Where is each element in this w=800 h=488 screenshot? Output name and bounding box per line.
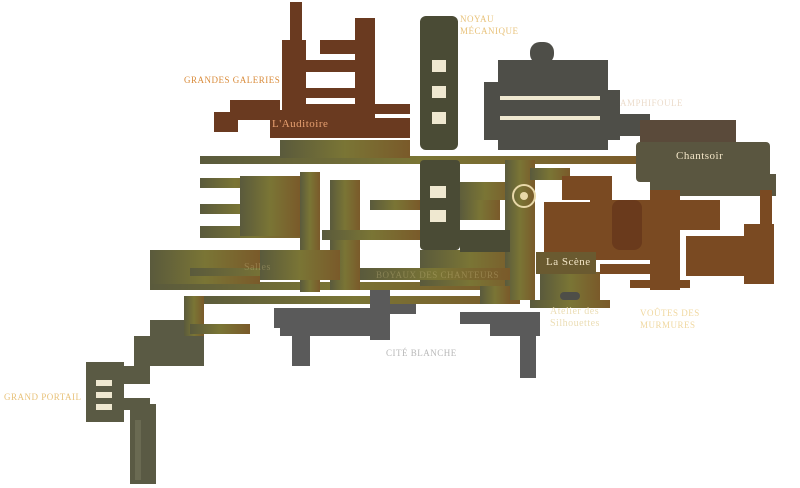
label-grand-portail: GRAND PORTAIL xyxy=(4,392,82,402)
label-grandes-galeries: GRANDES GALERIES xyxy=(184,75,281,85)
label-noyau-line1: NOYAU xyxy=(460,14,494,24)
label-boyaux: BOYAUX DES CHANTEURS xyxy=(376,270,500,280)
label-atelier-line2: Silhouettes xyxy=(550,318,600,329)
label-amphifoule: AMPHIFOULE xyxy=(620,98,684,108)
noyau-mecanique-region[interactable] xyxy=(420,16,510,252)
la-scene-region[interactable] xyxy=(512,184,596,300)
voutes-region[interactable] xyxy=(544,176,774,290)
grandes-galeries-region[interactable] xyxy=(214,2,410,138)
label-scene: La Scène xyxy=(546,256,591,268)
label-noyau-line2: MÉCANIQUE xyxy=(460,26,519,36)
grand-portail-region[interactable] xyxy=(86,320,204,484)
label-voutes-line1: VOÛTES DES xyxy=(640,308,700,318)
label-chantsoir: Chantsoir xyxy=(676,150,724,162)
label-atelier-line1: Atelier des xyxy=(550,306,600,317)
label-salles: Salles xyxy=(244,262,271,273)
label-auditoire: L'Auditoire xyxy=(272,118,329,130)
amphifoule-region[interactable] xyxy=(484,42,736,150)
label-cite-blanche: CITÉ BLANCHE xyxy=(386,348,457,358)
corridor-network[interactable] xyxy=(150,140,640,336)
cite-blanche-region[interactable] xyxy=(274,290,540,378)
chantsoir-region[interactable] xyxy=(636,142,776,196)
label-voutes-line2: MURMURES xyxy=(640,320,696,330)
